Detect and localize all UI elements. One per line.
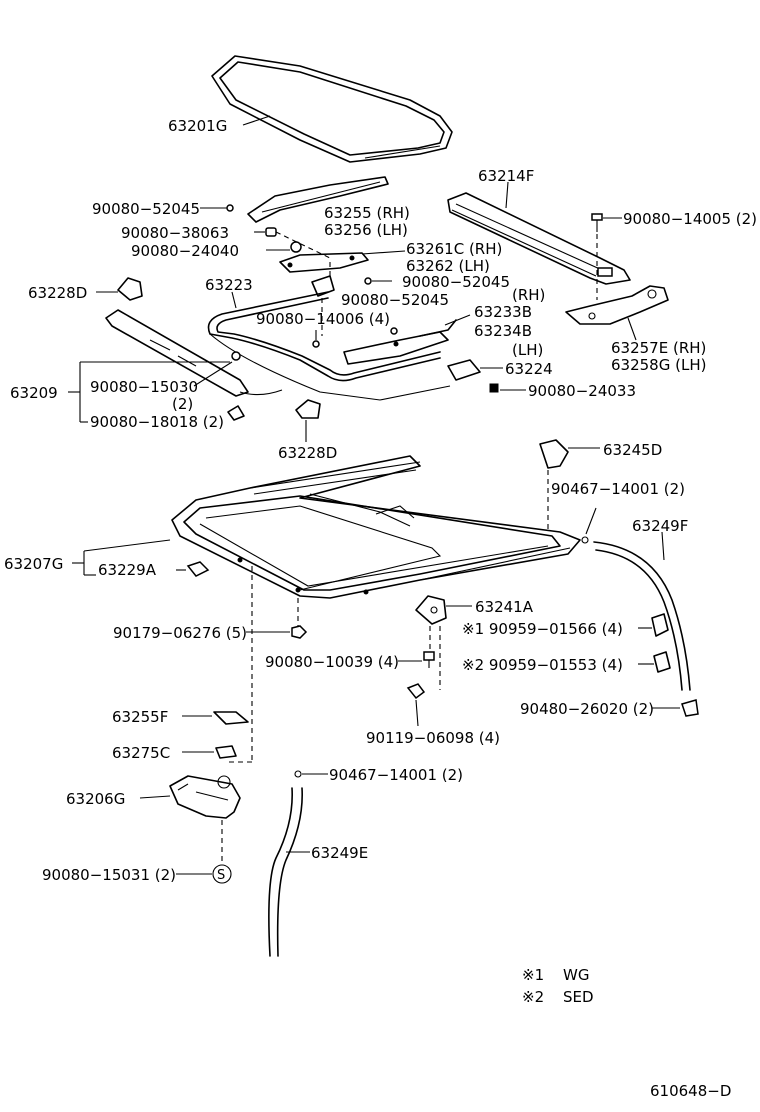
- label-90080-18018: 90080−18018 (2): [90, 413, 224, 431]
- label-90467-14001-a: 90467−14001 (2): [551, 480, 685, 498]
- label-63228D-b: 63228D: [278, 444, 337, 462]
- label-63275C: 63275C: [112, 744, 170, 762]
- label-63229A: 63229A: [98, 561, 157, 579]
- label-90080-24040: 90080−24040: [131, 242, 239, 260]
- label-63255F: 63255F: [112, 708, 168, 726]
- bolt-90080-14005: [591, 213, 603, 232]
- label-90179-06276: 90179−06276 (5): [113, 624, 247, 642]
- label-90080-14005: 90080−14005 (2): [623, 210, 757, 228]
- clip-90959-01553: [653, 651, 671, 673]
- clip-90080-18018: [227, 405, 245, 421]
- deflector-panel: [247, 176, 389, 223]
- legend-text-1: WG: [563, 966, 589, 984]
- label-90119-06098: 90119−06098 (4): [366, 729, 500, 747]
- drain-hose-front: [268, 787, 303, 957]
- label-63256: 63256 (LH): [324, 221, 408, 239]
- label-90080-52045-a: 90080−52045: [92, 200, 200, 218]
- clip-90959-01566: [651, 613, 669, 637]
- label-63245D: 63245D: [603, 441, 662, 459]
- label-63207G: 63207G: [4, 555, 63, 573]
- label-63201G: 63201G: [168, 117, 227, 135]
- motor-bracket-63255F: [213, 711, 249, 725]
- label-90480-26020: 90480−26020 (2): [520, 700, 654, 718]
- label-90959-01566: ※1 90959−01566 (4): [462, 620, 623, 638]
- label-90080-52045-b: 90080−52045: [402, 273, 510, 291]
- bracket-63228D-bottom: [295, 399, 321, 419]
- clip-63245D: [539, 439, 569, 469]
- legend-mark-2: ※2: [522, 988, 544, 1006]
- label-63214F: 63214F: [478, 167, 534, 185]
- label-90080-14006: 90080−14006 (4): [256, 310, 390, 328]
- bolt-90080-10039: [423, 651, 435, 668]
- label-90080-24033: 90080−24033: [528, 382, 636, 400]
- label-63241A: 63241A: [475, 598, 534, 616]
- label-63228D-a: 63228D: [28, 284, 87, 302]
- cable-bracket: [311, 275, 335, 297]
- label-90080-10039: 90080−10039 (4): [265, 653, 399, 671]
- drive-link-bracket: [343, 319, 457, 365]
- bracket-63228D-top: [117, 277, 143, 301]
- label-90959-01553: ※2 90959−01553 (4): [462, 656, 623, 674]
- label-63234B-lh: (LH): [512, 341, 543, 359]
- bracket-63241A: [415, 595, 447, 625]
- sunroof-drive-motor: [169, 775, 241, 819]
- nut-90179-06276: [291, 625, 308, 639]
- legend-text-2: SED: [563, 988, 594, 1006]
- guide-bracket: [279, 252, 369, 273]
- wind-deflector-arm: [105, 309, 283, 397]
- s-marker: S: [217, 868, 225, 883]
- label-63262: 63262 (LH): [406, 257, 490, 275]
- label-90080-15030-qty: (2): [172, 395, 193, 413]
- label-63209: 63209: [10, 384, 58, 402]
- sunroof-housing-frame: [171, 455, 581, 599]
- label-63223: 63223: [205, 276, 253, 294]
- label-90080-15031: 90080−15031 (2): [42, 866, 176, 884]
- label-63261C: 63261C (RH): [406, 240, 502, 258]
- label-90467-14001-b: 90467−14001 (2): [329, 766, 463, 784]
- bolt-90119-06098: [406, 683, 426, 700]
- cushion-63275C: [215, 745, 237, 759]
- sunroof-glass-panel: [211, 55, 453, 163]
- drive-shoe: [447, 359, 481, 381]
- label-63249F: 63249F: [632, 517, 688, 535]
- label-63233B-rh: (RH): [512, 286, 545, 304]
- label-63233B: 63233B: [474, 303, 532, 321]
- drive-cable: [207, 291, 451, 401]
- sunroof-rail-assembly: [447, 192, 631, 285]
- label-63258G: 63258G (LH): [611, 356, 706, 374]
- drain-grommet: [186, 561, 210, 577]
- sunroof-link-bracket: [565, 285, 669, 325]
- label-63206G: 63206G: [66, 790, 125, 808]
- label-63257E: 63257E (RH): [611, 339, 706, 357]
- label-63224: 63224: [505, 360, 553, 378]
- diagram-id: 610648−D: [650, 1082, 731, 1100]
- variant-legend: ※1 WG ※2 SED: [522, 966, 594, 1006]
- label-63255: 63255 (RH): [324, 204, 410, 222]
- label-90080-38063: 90080−38063: [121, 224, 229, 242]
- bolt-90080-24033: [489, 383, 499, 393]
- hose-clamp: [681, 699, 699, 717]
- label-63234B: 63234B: [474, 322, 532, 340]
- label-90080-52045-c: 90080−52045: [341, 291, 449, 309]
- label-90080-15030: 90080−15030: [90, 378, 198, 396]
- legend-mark-1: ※1: [522, 966, 544, 984]
- drain-hose-rear: [593, 541, 691, 691]
- label-63249E: 63249E: [311, 844, 368, 862]
